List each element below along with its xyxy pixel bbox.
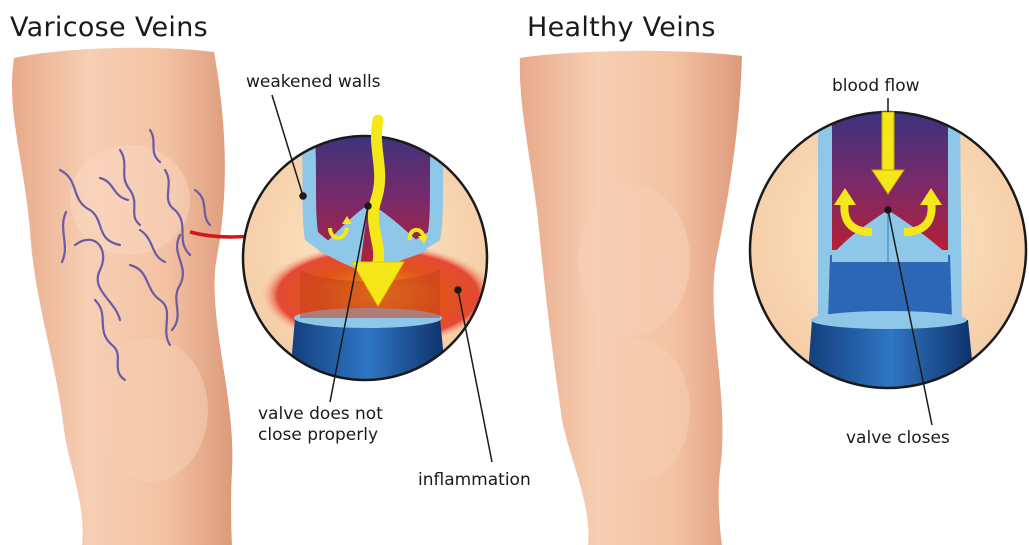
inflammation-label: inflammation xyxy=(418,470,531,491)
varicose-vein-closeup xyxy=(243,120,496,400)
healthy-leg xyxy=(520,51,742,545)
valve-closes-label: valve closes xyxy=(846,428,950,449)
healthy-vein-closeup xyxy=(750,100,1026,400)
valve-does-not-close-label-line2: close properly xyxy=(258,425,378,446)
valve-does-not-close-label-line1: valve does not xyxy=(258,404,383,425)
blood-flow-label: blood flow xyxy=(832,76,920,97)
varicose-leg xyxy=(12,48,232,545)
weakened-walls-label: weakened walls xyxy=(246,72,381,93)
